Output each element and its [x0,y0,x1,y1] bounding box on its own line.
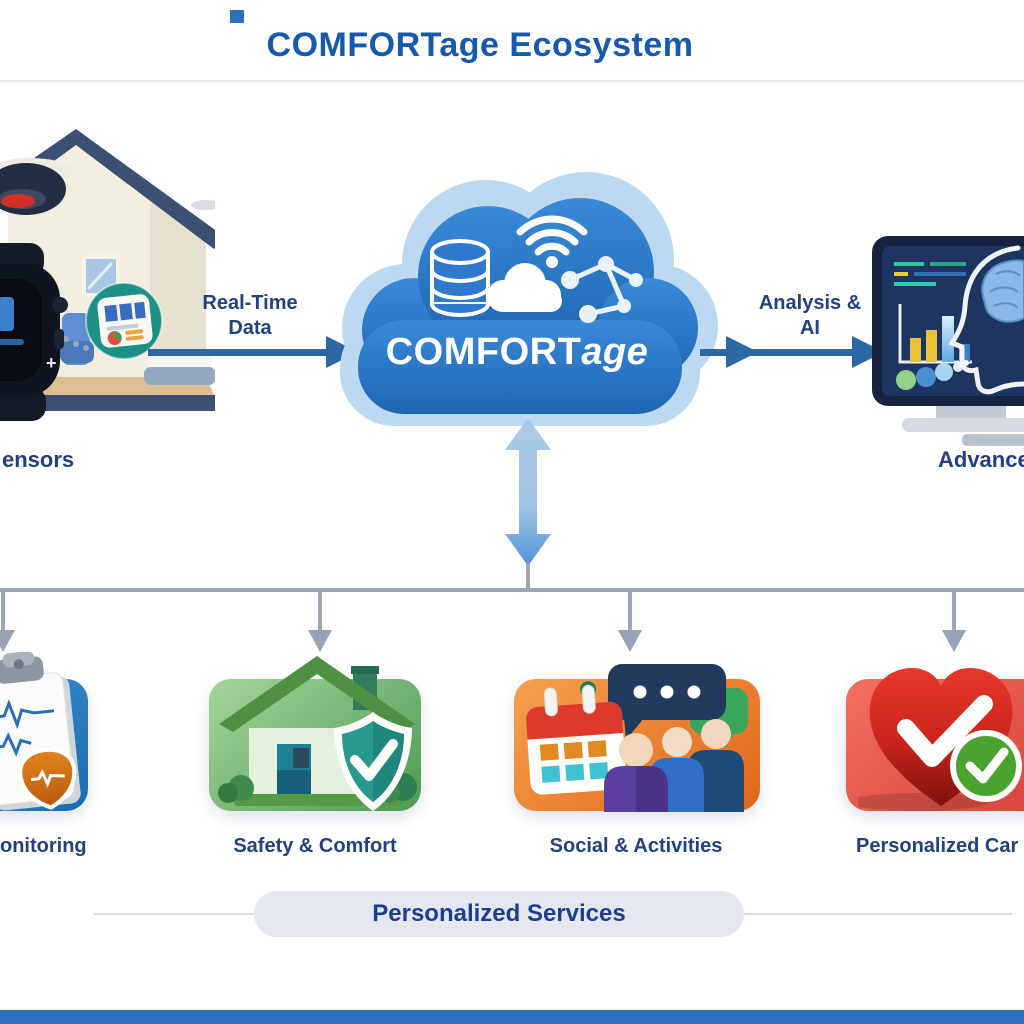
cloud-illustration [340,172,718,426]
analytics-monitor-illustration [872,236,1024,446]
page-title: COMFORTage Ecosystem [266,26,694,64]
calendar-icon [526,681,627,795]
analytics-label: Advance [938,447,1024,472]
monitor-stand [936,404,1006,420]
service-label-personalized-care: Personalized Car [856,835,1019,857]
calendar-people-chat-icon [526,664,748,812]
distribution-connector [0,564,1024,652]
medical-device-icon [85,282,163,360]
cloud-mini-icon [487,263,562,312]
arrow-house-to-cloud-line [148,349,328,356]
head-brain-icon [948,245,1024,395]
wifi-icon [516,215,588,268]
dotted-link [63,336,89,351]
check-badge-icon [950,730,1022,802]
service-label-social-activities: Social & Activities [549,835,723,857]
bidirectional-arrow [505,418,551,566]
service-label-health-monitoring: onitoring [0,835,87,857]
clipboard-pulse-icon [0,652,81,811]
realtime-data-label: Real-Time Data [202,292,298,339]
cloud-label: COMFORTage [385,331,649,373]
house-shield-check-icon [218,656,417,811]
smartwatch-icon: + [0,243,68,421]
metric-lines-icon [894,262,966,286]
people-icon [604,719,744,812]
personalized-services-pill: Personalized Services [254,891,744,937]
pill-line-right [744,913,1012,915]
network-icon [561,256,643,323]
svg-text:+: + [46,353,57,373]
arrow-cloud-to-monitor-midhead [726,336,758,368]
dot-trail-icon [896,360,969,390]
footer-accent-bar [0,1010,1024,1024]
ceiling-lamp-icon [191,200,215,210]
pill-line-left [94,913,254,915]
heart-check-icon [858,668,1022,811]
header-divider [0,80,1024,82]
analysis-ai-label: Analysis & AI [758,292,862,339]
smoke-detector-icon [0,158,72,215]
arrow-cloud-to-monitor-line [700,349,852,356]
database-icon [430,239,490,317]
service-label-safety-comfort: Safety & Comfort [233,835,397,857]
chat-bubbles-icon [608,664,748,748]
smart-home-illustration: + [0,129,215,421]
top-left-fragment [230,10,244,23]
sensors-label: ensors [2,447,75,472]
